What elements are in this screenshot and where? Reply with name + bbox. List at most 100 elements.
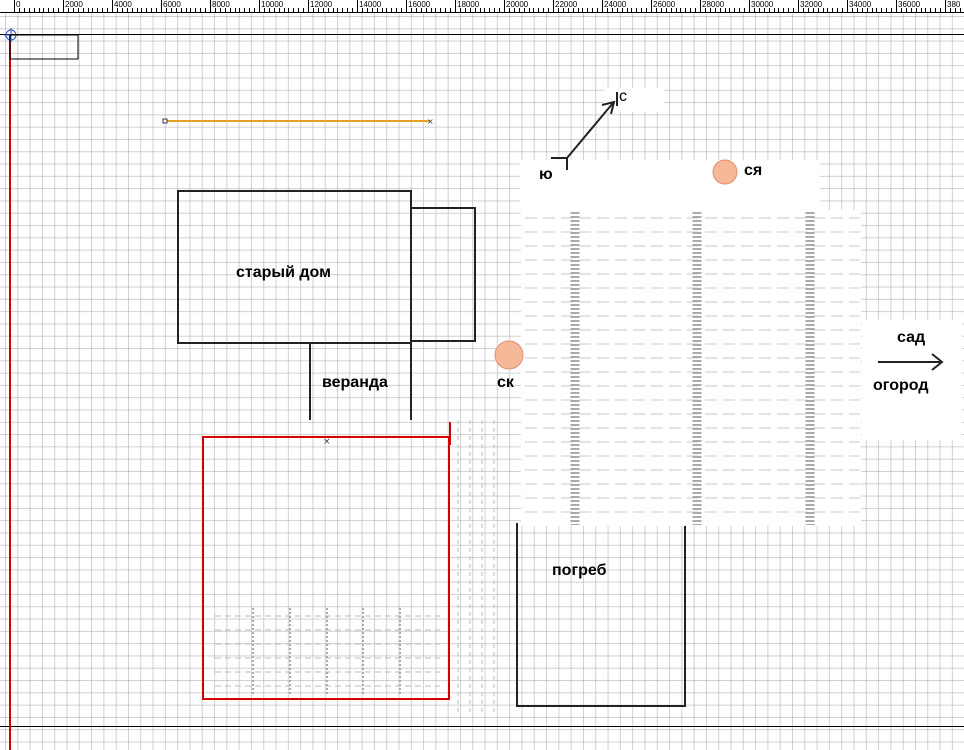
ruler-tick: [43, 8, 45, 12]
ruler-tick: [131, 8, 133, 12]
ruler-tick: [219, 8, 221, 12]
selected-shape[interactable]: ×: [202, 422, 451, 700]
ruler-tick: [891, 8, 893, 12]
ruler-tick: [753, 8, 755, 12]
annex-shape[interactable]: [410, 207, 476, 342]
ruler-tick: [440, 8, 442, 12]
ruler-tick: [352, 8, 354, 12]
page-top-border: [0, 34, 964, 35]
ruler-tick: [156, 8, 158, 12]
ruler-tick: [763, 8, 765, 12]
ruler-tick: [724, 8, 726, 12]
ruler-label: 14000: [359, 0, 382, 9]
ruler-tick: [817, 8, 819, 12]
ruler-tick: [749, 0, 750, 12]
ruler-tick: [214, 8, 216, 12]
ruler-tick: [651, 0, 652, 12]
ruler-tick: [523, 8, 525, 12]
ruler-tick: [116, 8, 118, 12]
tree-circle-sya[interactable]: [712, 159, 738, 185]
ruler-tick: [896, 0, 897, 12]
ruler-tick: [322, 8, 324, 12]
ruler-tick: [504, 0, 505, 12]
ruler-tick: [886, 8, 888, 12]
ruler-tick: [773, 8, 775, 12]
ruler-tick: [435, 8, 437, 12]
ruler-tick: [464, 8, 466, 12]
ruler-tick: [14, 0, 15, 12]
ruler-tick: [700, 0, 701, 12]
ruler-tick: [729, 8, 731, 12]
ruler-tick: [459, 8, 461, 12]
ruler-tick: [401, 8, 403, 12]
cellar-shape[interactable]: [516, 523, 686, 707]
north-arrow[interactable]: [551, 92, 618, 170]
ruler-tick: [861, 8, 863, 12]
ruler-tick: [381, 8, 383, 12]
ruler-tick: [141, 8, 143, 12]
ruler-tick: [822, 8, 824, 12]
ruler-tick: [18, 8, 20, 12]
ruler-tick: [58, 8, 60, 12]
ruler-tick: [288, 8, 290, 12]
ruler-tick: [675, 8, 677, 12]
ruler-tick: [812, 8, 814, 12]
ruler-label: 10000: [261, 0, 284, 9]
ruler-tick: [690, 8, 692, 12]
ruler-tick: [317, 8, 319, 12]
label-south[interactable]: ю: [539, 166, 553, 183]
label-vegetable-garden[interactable]: огород: [873, 377, 929, 394]
drawing-canvas[interactable]: [0, 13, 964, 750]
garden-label-bg: [862, 320, 962, 440]
ruler-tick: [165, 8, 167, 12]
ruler-tick: [224, 8, 226, 12]
title-block[interactable]: [9, 34, 79, 60]
orange-line[interactable]: ×: [162, 117, 434, 126]
ruler-tick: [744, 8, 746, 12]
ruler-tick: [538, 8, 540, 12]
ruler-tick: [714, 8, 716, 12]
ruler-label: 380: [947, 0, 961, 9]
ruler-tick: [396, 8, 398, 12]
ruler-tick: [592, 8, 594, 12]
ruler-tick: [915, 8, 917, 12]
ruler-tick: [494, 8, 496, 12]
ruler-tick: [361, 8, 363, 12]
ruler-tick: [660, 8, 662, 12]
label-sya[interactable]: ся: [744, 162, 763, 179]
label-old-house[interactable]: старый дом: [236, 264, 331, 281]
ruler-tick: [479, 8, 481, 12]
path-hatch: [457, 420, 495, 715]
ruler-tick: [77, 8, 79, 12]
ruler-tick: [802, 8, 804, 12]
ruler-tick: [876, 8, 878, 12]
ruler-label: 30000: [751, 0, 774, 9]
label-sk[interactable]: ск: [497, 374, 514, 391]
label-north[interactable]: с: [619, 88, 627, 105]
garden-arrow[interactable]: [878, 353, 944, 371]
ruler-tick: [53, 8, 55, 12]
ruler-tick: [151, 8, 153, 12]
ruler-tick: [513, 8, 515, 12]
ruler-tick: [954, 8, 956, 12]
ruler-tick: [259, 0, 260, 12]
ruler-tick: [455, 0, 456, 12]
ruler-tick: [87, 8, 89, 12]
ruler-label: 12000: [310, 0, 333, 9]
ruler-tick: [121, 8, 123, 12]
ruler-tick: [303, 8, 305, 12]
ruler-tick: [646, 8, 648, 12]
label-veranda[interactable]: веранда: [322, 374, 388, 391]
ruler-tick: [23, 8, 25, 12]
ruler-tick: [499, 8, 501, 12]
tree-circle-sk[interactable]: [494, 340, 524, 370]
ruler-tick: [543, 8, 545, 12]
ruler-tick: [685, 8, 687, 12]
label-garden[interactable]: сад: [897, 329, 926, 346]
ruler-tick: [626, 8, 628, 12]
ruler-tick: [827, 8, 829, 12]
hatch-vertical-inside-square: [252, 608, 401, 695]
page-bottom-border: [0, 726, 964, 727]
label-cellar[interactable]: погреб: [552, 562, 607, 579]
